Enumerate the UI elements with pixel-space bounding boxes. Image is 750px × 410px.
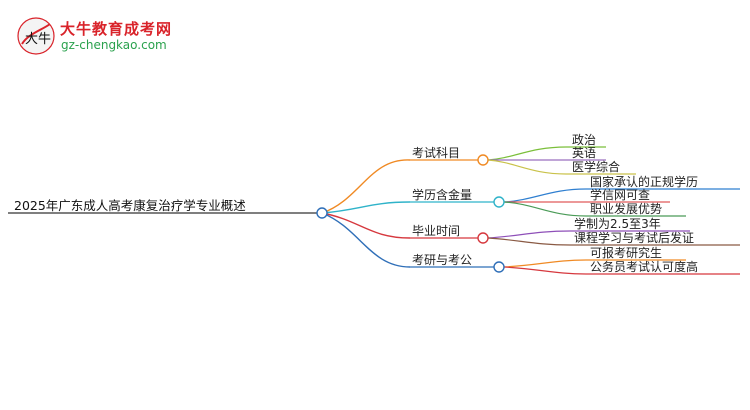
leaf-label-b3-c1[interactable]: 学制为2.5至3年 [574, 217, 661, 231]
leaf-label-b1-c3[interactable]: 医学综合 [572, 160, 621, 174]
leaf-label-b4-c1[interactable]: 可报考研究生 [590, 246, 663, 260]
leaf-label-b3-c2[interactable]: 课程学习与考试后发证 [574, 231, 695, 245]
edge-b3-c2 [487, 237, 571, 246]
edge-b2-c3 [503, 201, 587, 217]
logo-title: 大牛教育成考网 [60, 20, 173, 38]
branch-label-1[interactable]: 考试科目 [412, 146, 461, 160]
leaf-label-b1-c1[interactable]: 政治 [572, 133, 597, 147]
branch-label-2[interactable]: 学历含金量 [412, 188, 473, 202]
leaf-label-b2-c3[interactable]: 职业发展优势 [590, 202, 663, 216]
branch-node-toggle-3[interactable] [477, 232, 489, 244]
edge-b3-c1 [487, 230, 571, 239]
edge-b1-c3 [487, 159, 567, 175]
edge-root-branch-4 [321, 212, 411, 268]
logo-subtitle: gz-chengkao.com [61, 38, 167, 52]
edge-root-branch-2 [321, 201, 411, 214]
branch-label-4[interactable]: 考研与考公 [412, 253, 473, 267]
edge-b4-c2 [503, 266, 587, 275]
branch-label-3[interactable]: 毕业时间 [412, 224, 461, 238]
leaf-label-b4-c2[interactable]: 公务员考试认可度高 [590, 260, 699, 274]
root-topic[interactable]: 2025年广东成人高考康复治疗学专业概述 [14, 198, 246, 213]
branch-node-toggle-2[interactable] [493, 196, 505, 208]
edge-b2-c1 [503, 188, 587, 203]
edge-b1-c1 [487, 146, 567, 161]
leaf-label-b2-c2[interactable]: 学信网可查 [590, 188, 651, 202]
site-logo[interactable]: 大牛 大牛教育成考网 gz-chengkao.com [16, 16, 216, 56]
branch-node-toggle-4[interactable] [493, 261, 505, 273]
edge-b4-c1 [503, 259, 587, 268]
svg-text:大牛: 大牛 [25, 32, 51, 47]
leaf-label-b2-c1[interactable]: 国家承认的正规学历 [590, 175, 699, 189]
root-node-toggle[interactable] [316, 207, 328, 219]
logo-mark-icon: 大牛 [17, 17, 55, 55]
edge-root-branch-3 [321, 212, 411, 239]
leaf-label-b1-c2[interactable]: 英语 [572, 146, 597, 160]
branch-node-toggle-1[interactable] [477, 154, 489, 166]
edge-root-branch-1 [321, 159, 411, 214]
